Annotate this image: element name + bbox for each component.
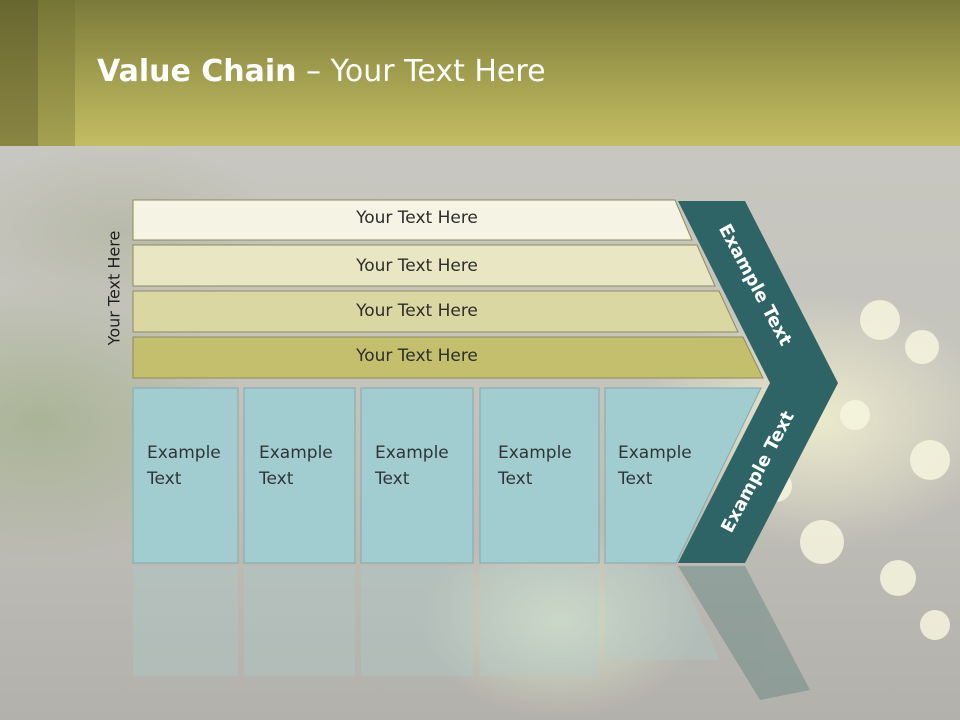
box-line-1: Example: [147, 443, 221, 463]
activity-box-5-text: Example Text: [618, 440, 692, 492]
activity-box-3-text: Example Text: [375, 440, 449, 492]
activity-box-4-text: Example Text: [498, 440, 572, 492]
bar-label-3: Your Text Here: [356, 301, 478, 321]
activity-box-2-text: Example Text: [259, 440, 333, 492]
bar-label-4: Your Text Here: [356, 346, 478, 366]
title-rest: – Your Text Here: [296, 54, 546, 89]
box-line-1: Example: [498, 443, 572, 463]
box-line-2: Text: [259, 469, 294, 489]
box-line-2: Text: [147, 469, 182, 489]
chevron-upper-arm: [678, 201, 838, 383]
title-bold: Value Chain: [97, 54, 297, 89]
activity-box-1-text: Example Text: [147, 440, 221, 492]
value-bar-3: [132, 290, 739, 333]
activity-box-4: [479, 387, 600, 564]
box-line-1: Example: [259, 443, 333, 463]
activity-box-5: [604, 387, 762, 564]
value-bar-1: [132, 199, 693, 241]
header-accent-strip: [0, 0, 38, 146]
value-bar-2: [132, 244, 716, 287]
box-line-1: Example: [375, 443, 449, 463]
value-bar-4: [132, 336, 764, 379]
box-line-2: Text: [375, 469, 410, 489]
box-line-2: Text: [618, 469, 653, 489]
header-band: Value Chain – Your Text Here: [0, 0, 960, 146]
chevron-lower-arm: [678, 383, 838, 563]
activity-box-1: [132, 387, 239, 564]
slide-title: Value Chain – Your Text Here: [97, 54, 546, 89]
box-line-1: Example: [618, 443, 692, 463]
header-accent-strip: [38, 0, 75, 146]
box-line-2: Text: [498, 469, 533, 489]
diagram-reflection: [133, 566, 810, 700]
bar-label-1: Your Text Here: [356, 208, 478, 228]
activity-box-2: [243, 387, 356, 564]
bar-label-2: Your Text Here: [356, 256, 478, 276]
activity-box-3: [360, 387, 474, 564]
